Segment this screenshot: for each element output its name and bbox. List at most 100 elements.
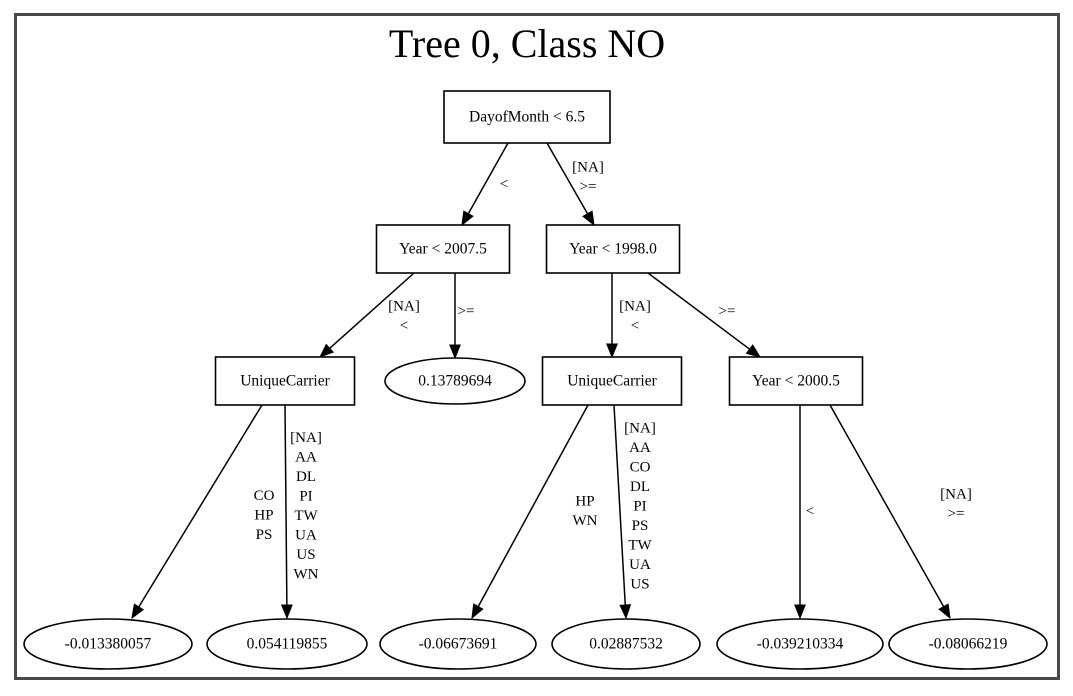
edge-arrowhead <box>318 343 335 358</box>
edge-label: HP <box>575 494 594 510</box>
tree-decision-node[interactable]: Year < 1998.0 <box>545 224 681 274</box>
node-condition-label: Year < 2007.5 <box>399 241 487 258</box>
tree-edge: [NA] >= <box>546 142 604 227</box>
leaf-value-label: -0.06673691 <box>419 636 498 653</box>
edge-line <box>829 404 945 608</box>
tree-leaf-node[interactable]: 0.13789694 <box>384 357 526 405</box>
edge-line <box>647 272 751 350</box>
edge-arrowhead <box>131 603 145 620</box>
edge-line <box>284 404 288 606</box>
tree-edge: [NA] < <box>606 273 651 359</box>
tree-edge: >= <box>449 273 475 360</box>
node-box <box>375 224 511 274</box>
edge-label: CO <box>254 488 275 504</box>
edge-label: < <box>631 318 639 334</box>
tree-decision-node[interactable]: UniqueCarrier <box>214 356 356 406</box>
tree-leaf-node[interactable]: 0.054119855 <box>206 618 368 670</box>
page-title: Tree 0, Class NO <box>389 21 665 66</box>
tree-decision-node[interactable]: UniqueCarrier <box>541 356 683 406</box>
edge-label: DL <box>630 479 650 495</box>
edge-line <box>467 142 509 215</box>
tree-decision-node[interactable]: Year < 2007.5 <box>375 224 511 274</box>
node-condition-label: DayofMonth < 6.5 <box>469 109 585 126</box>
node-condition-label: UniqueCarrier <box>567 373 657 390</box>
edge-label: [NA] <box>290 430 322 446</box>
edge-arrowhead <box>794 604 806 620</box>
edge-label: >= <box>580 179 597 195</box>
node-condition-label: Year < 1998.0 <box>569 241 657 258</box>
edge-label: AA <box>629 440 651 456</box>
edge-label: PI <box>633 498 646 514</box>
tree-edges: < [NA] >= [NA] < >= [NA] < >= CO HP PS [NA] AA DL PI TW U… <box>131 142 972 620</box>
node-box <box>728 356 864 406</box>
edge-label: < <box>806 503 814 519</box>
tree-leaf-node[interactable]: -0.06673691 <box>379 618 537 670</box>
edge-label: >= <box>458 303 475 319</box>
leaf-value-label: 0.02887532 <box>589 636 663 653</box>
leaf-ellipse <box>888 618 1048 670</box>
tree-edge: < <box>794 405 814 620</box>
tree-leaf-node[interactable]: -0.013380057 <box>23 618 193 670</box>
edge-arrowhead <box>619 604 632 620</box>
edge-label: TW <box>294 508 318 524</box>
node-box <box>443 90 611 144</box>
edge-label: PS <box>256 527 273 543</box>
edge-arrowhead <box>280 604 293 620</box>
leaf-ellipse <box>206 618 368 670</box>
tree-edge: [NA] >= <box>829 404 972 620</box>
leaf-ellipse <box>716 618 884 670</box>
leaf-value-label: -0.039210334 <box>757 636 844 653</box>
edge-arrowhead <box>471 603 484 620</box>
node-condition-label: Year < 2000.5 <box>752 373 840 390</box>
edge-label: WN <box>573 513 598 529</box>
leaf-value-label: 0.054119855 <box>247 636 328 653</box>
edge-label: US <box>296 547 315 563</box>
edge-label: CO <box>630 459 651 475</box>
edge-label: < <box>400 318 408 334</box>
edge-label: TW <box>628 537 652 553</box>
edge-label: < <box>500 176 508 192</box>
edge-label: [NA] <box>940 487 972 503</box>
node-box <box>214 356 356 406</box>
edge-arrowhead <box>745 344 762 358</box>
tree-leaf-node[interactable]: -0.039210334 <box>716 618 884 670</box>
node-box <box>541 356 683 406</box>
edge-label: UA <box>295 528 317 544</box>
edge-label: HP <box>254 507 273 523</box>
tree-decision-node[interactable]: Year < 2000.5 <box>728 356 864 406</box>
edge-label: WN <box>294 567 319 583</box>
tree-edge: CO HP PS <box>131 404 275 620</box>
leaf-value-label: -0.013380057 <box>65 636 152 653</box>
edge-label: DL <box>296 469 316 485</box>
leaf-ellipse <box>384 357 526 405</box>
tree-decision-node[interactable]: DayofMonth < 6.5 <box>443 90 611 144</box>
edge-label: PS <box>632 518 649 534</box>
edge-label: >= <box>948 506 965 522</box>
edge-label: >= <box>719 303 736 319</box>
leaf-value-label: 0.13789694 <box>418 373 492 390</box>
edge-arrowhead <box>461 210 474 227</box>
edge-arrowhead <box>582 210 595 227</box>
tree-edge: HP WN <box>471 404 598 620</box>
tree-leaf-node[interactable]: 0.02887532 <box>551 618 701 670</box>
edge-line <box>546 142 589 215</box>
edge-arrowhead <box>449 344 461 360</box>
leaf-ellipse <box>23 618 193 670</box>
edge-label: [NA] <box>619 299 651 315</box>
edge-label: US <box>630 576 649 592</box>
tree-leaf-node[interactable]: -0.08066219 <box>888 618 1048 670</box>
edge-line <box>477 404 589 607</box>
tree-edge: < <box>461 142 509 227</box>
node-condition-label: UniqueCarrier <box>240 373 330 390</box>
edge-arrowhead <box>606 343 618 359</box>
tree-edge: [NA] < <box>318 272 420 358</box>
tree-edge: >= <box>647 272 762 358</box>
leaf-value-label: -0.08066219 <box>929 636 1008 653</box>
leaf-ellipse <box>379 618 537 670</box>
edge-label: [NA] <box>572 160 604 176</box>
edge-label: [NA] <box>388 299 420 315</box>
